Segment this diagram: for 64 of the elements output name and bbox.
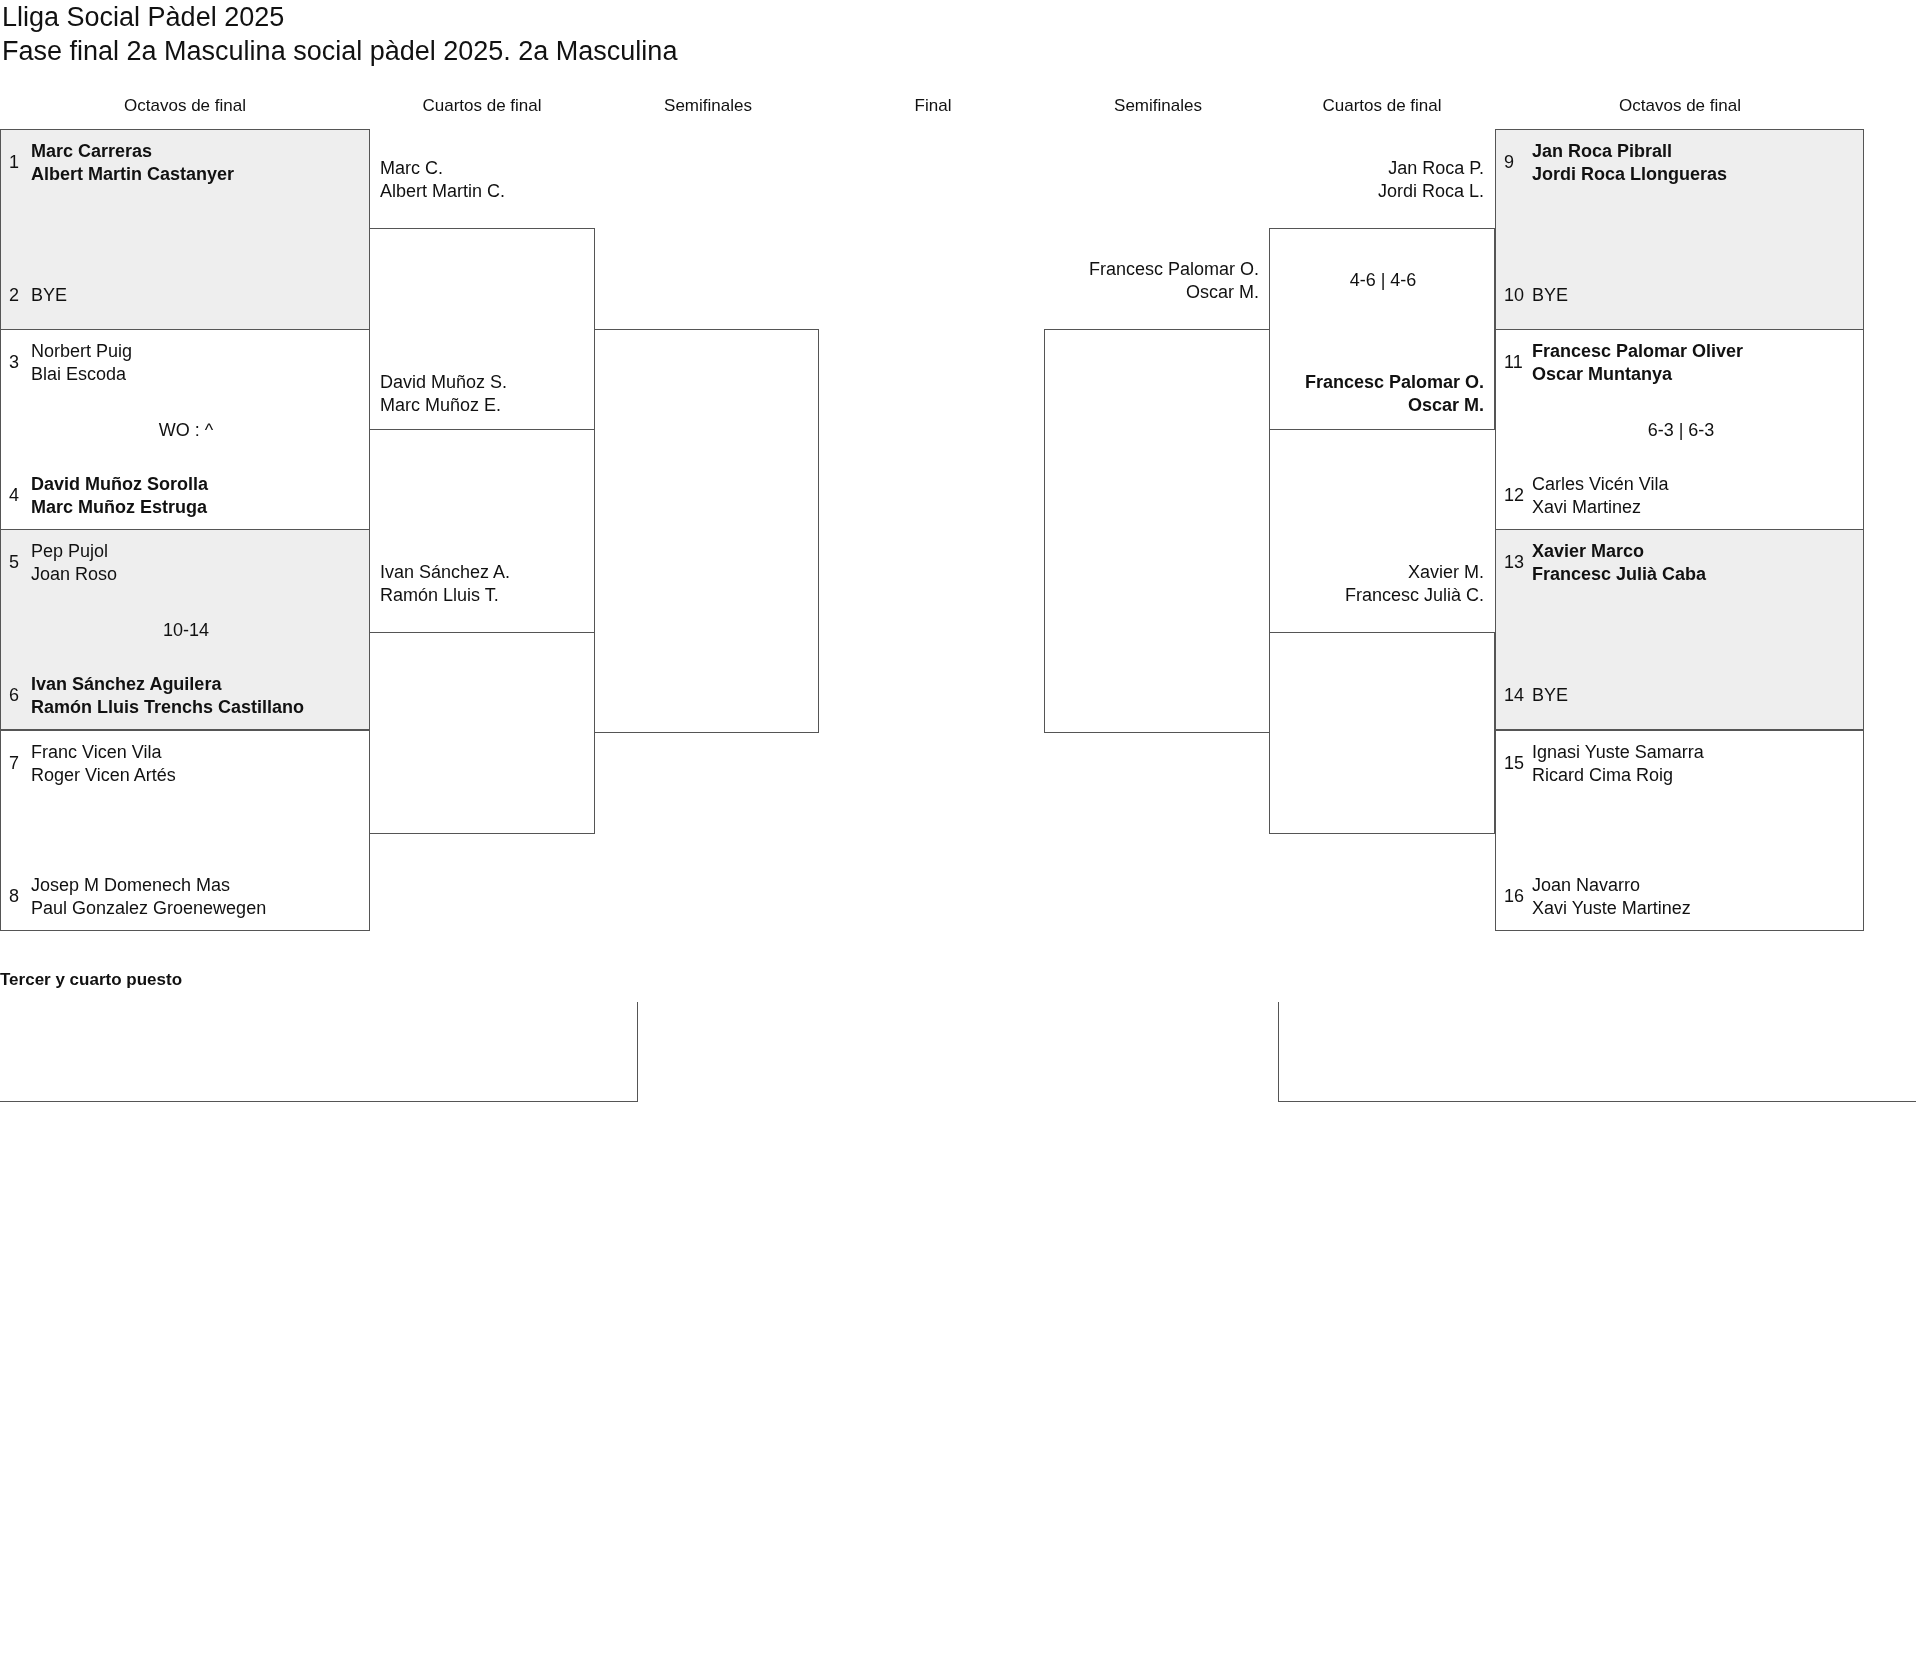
- team-name: Franc Vicen Vila Roger Vicen Artés: [31, 741, 176, 787]
- round-header: Final: [914, 96, 952, 116]
- seed-number: 3: [9, 351, 19, 374]
- match-box: [0, 129, 370, 330]
- seed-number: 12: [1504, 484, 1525, 507]
- round-header: Semifinales: [664, 96, 752, 116]
- seed-number: 10: [1504, 284, 1525, 307]
- bracket-line: [1278, 1002, 1916, 1102]
- match-box: [1495, 529, 1864, 730]
- team-name: Ivan Sánchez Aguilera Ramón Lluis Trenchs Castillano: [31, 673, 305, 719]
- section-heading: Tercer y cuarto puesto: [0, 970, 183, 990]
- match-box: [1495, 329, 1864, 530]
- round-header: Octavos de final: [124, 96, 246, 116]
- seed-number: 2: [9, 284, 19, 307]
- seed-number: 6: [9, 684, 19, 707]
- seed-number: 11: [1504, 351, 1523, 374]
- match-box: [0, 329, 370, 530]
- team-name: Xavier Marco Francesc Julià Caba: [1532, 540, 1707, 586]
- page-title: Lliga Social Pàdel 2025: [2, 2, 285, 33]
- team-name: David Muñoz Sorolla Marc Muñoz Estruga: [31, 473, 208, 519]
- seed-number: 1: [9, 151, 19, 174]
- team-name: BYE: [1532, 284, 1569, 307]
- team-name: Jan Roca P. Jordi Roca L.: [1377, 157, 1484, 203]
- score-text: 10-14: [161, 618, 210, 642]
- seed-number: 9: [1504, 151, 1514, 174]
- team-name: Ivan Sánchez A. Ramón Lluis T.: [380, 561, 511, 607]
- seed-number: 14: [1504, 684, 1525, 707]
- seed-number: 16: [1504, 885, 1525, 908]
- team-name: Marc C. Albert Martin C.: [380, 157, 506, 203]
- team-name: BYE: [1532, 684, 1569, 707]
- match-box: [0, 529, 370, 730]
- team-name: Norbert Puig Blai Escoda: [31, 340, 133, 386]
- score-text: 4-6 | 4-6: [1348, 269, 1418, 292]
- round-header: Semifinales: [1114, 96, 1202, 116]
- seed-number: 4: [9, 484, 19, 507]
- bracket-line: [0, 1002, 638, 1102]
- page-subtitle: Fase final 2a Masculina social pàdel 2025. 2a Masculina: [2, 36, 678, 67]
- team-name: Pep Pujol Joan Roso: [31, 540, 118, 586]
- team-name: Xavier M. Francesc Julià C.: [1344, 561, 1484, 607]
- team-name: Francesc Palomar O. Oscar M.: [1304, 371, 1484, 417]
- team-name: BYE: [31, 284, 68, 307]
- match-box: [1495, 129, 1864, 330]
- team-name: Joan Navarro Xavi Yuste Martinez: [1532, 874, 1691, 920]
- seed-number: 7: [9, 752, 19, 775]
- seed-number: 13: [1504, 551, 1525, 574]
- team-name: Carles Vicén Vila Xavi Martinez: [1532, 473, 1669, 519]
- seed-number: 8: [9, 885, 19, 908]
- team-name: Francesc Palomar Oliver Oscar Muntanya: [1532, 340, 1744, 386]
- score-text: 6-3 | 6-3: [1647, 418, 1715, 442]
- round-header: Cuartos de final: [1322, 96, 1442, 116]
- team-name: David Muñoz S. Marc Muñoz E.: [380, 371, 508, 417]
- match-box: [0, 730, 370, 931]
- seed-number: 15: [1504, 752, 1525, 775]
- team-name: Josep M Domenech Mas Paul Gonzalez Groenewegen: [31, 874, 267, 920]
- seed-number: 5: [9, 551, 19, 574]
- team-name: Ignasi Yuste Samarra Ricard Cima Roig: [1532, 741, 1704, 787]
- round-header: Cuartos de final: [422, 96, 542, 116]
- team-name: Jan Roca Pibrall Jordi Roca Llongueras: [1532, 140, 1728, 186]
- match-box: [1495, 730, 1864, 931]
- round-header: Octavos de final: [1619, 96, 1741, 116]
- team-name: Francesc Palomar O. Oscar M.: [1088, 258, 1259, 304]
- bracket-box: [594, 329, 819, 733]
- team-name: Marc Carreras Albert Martin Castanyer: [31, 140, 235, 186]
- score-text: WO : ^: [157, 418, 215, 442]
